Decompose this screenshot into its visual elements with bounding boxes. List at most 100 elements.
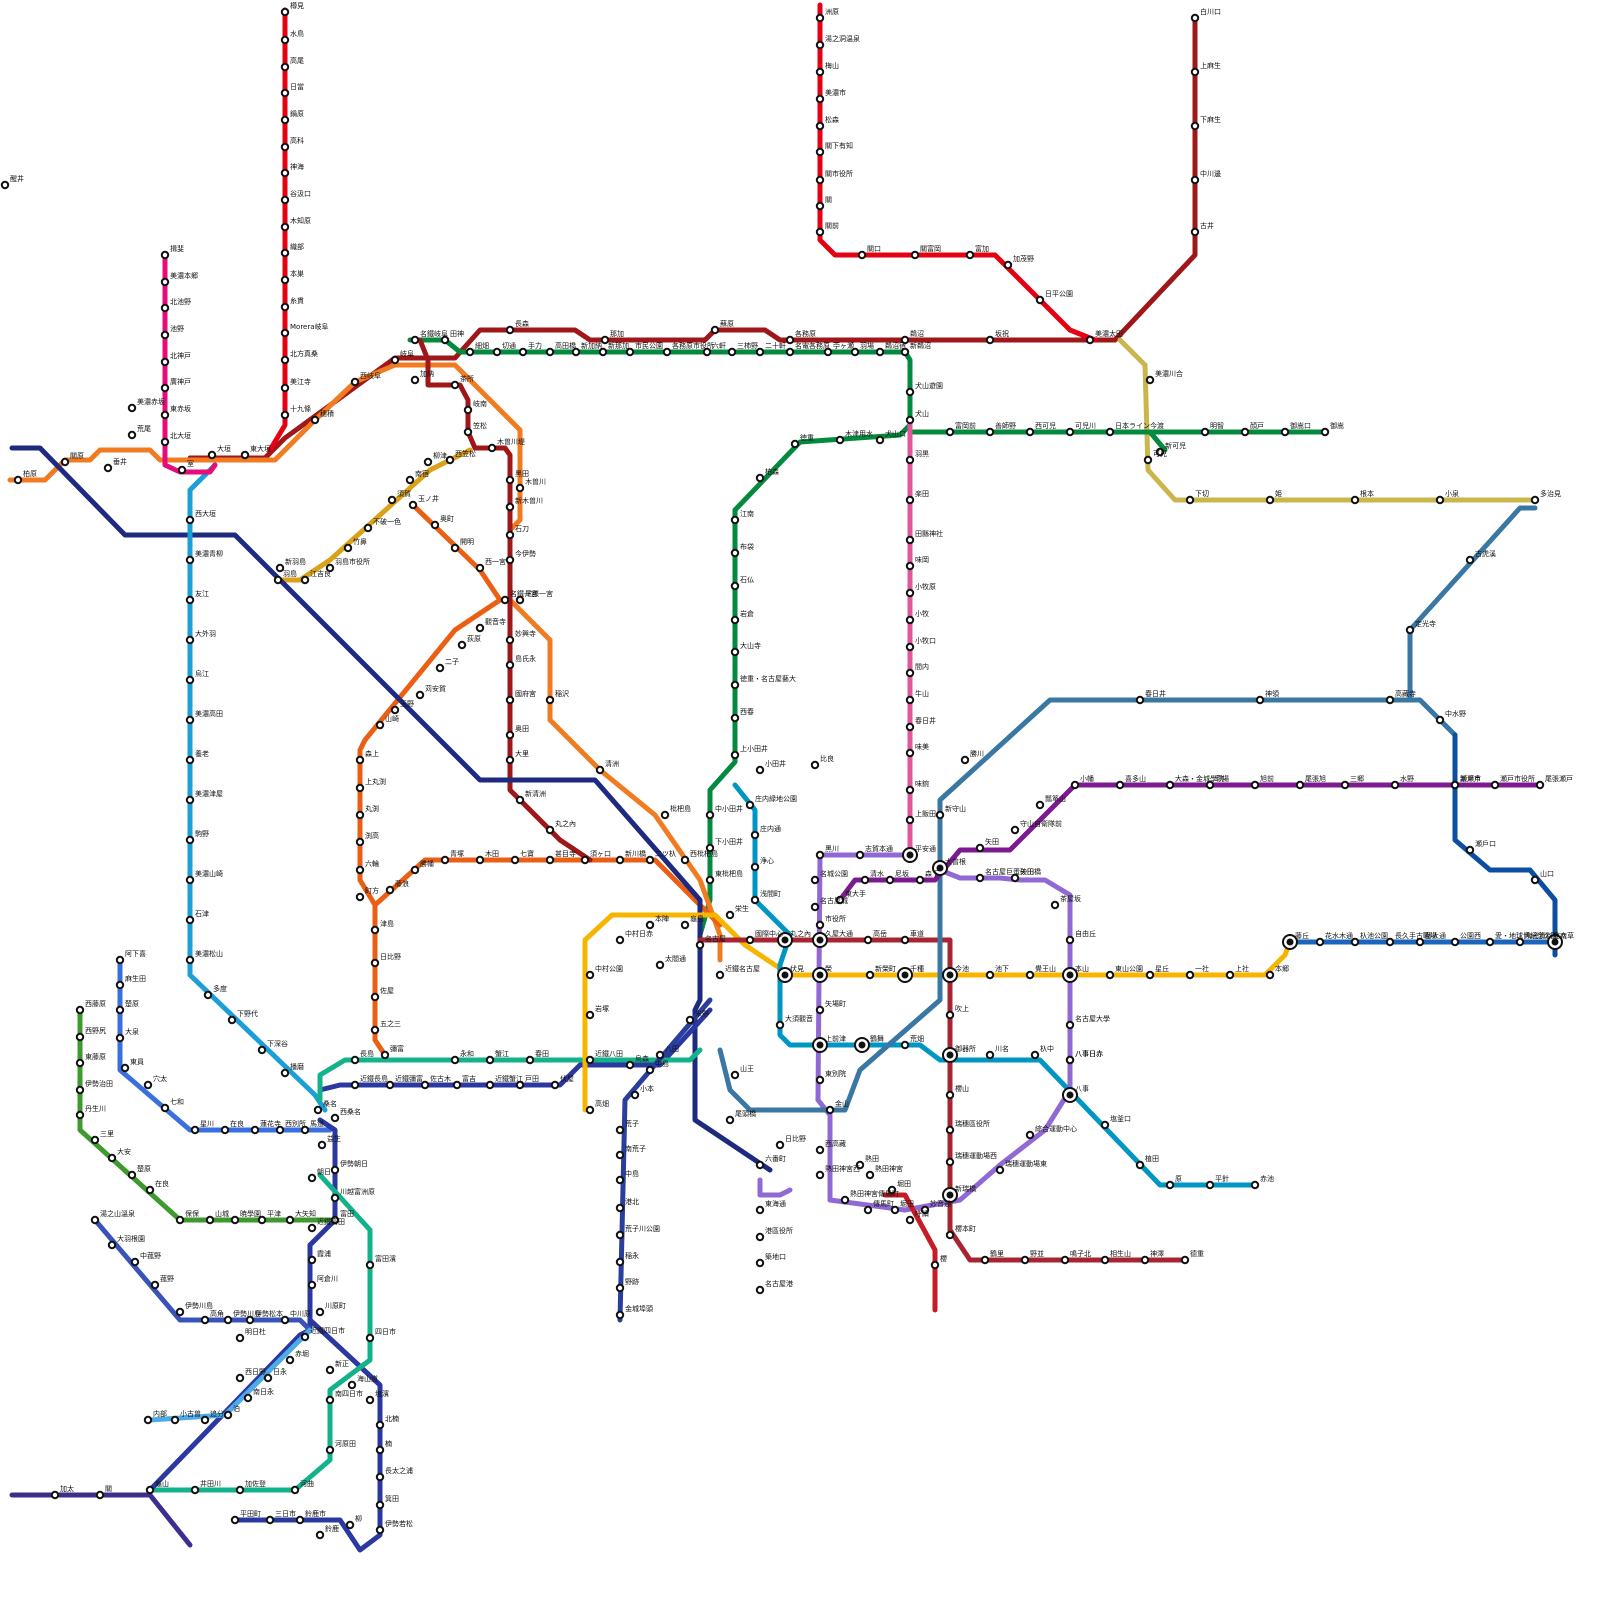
station-marker[interactable] bbox=[810, 760, 820, 770]
station-marker[interactable] bbox=[755, 1258, 765, 1268]
station-marker[interactable] bbox=[280, 248, 290, 258]
station-marker[interactable] bbox=[505, 730, 515, 740]
station-marker[interactable] bbox=[300, 1125, 310, 1135]
station-marker[interactable] bbox=[915, 875, 925, 885]
station-marker[interactable] bbox=[505, 635, 515, 645]
station-marker[interactable] bbox=[785, 335, 795, 345]
station-marker[interactable] bbox=[205, 1215, 215, 1225]
station-marker[interactable] bbox=[170, 1415, 180, 1425]
station-marker[interactable] bbox=[185, 595, 195, 605]
station-marker[interactable] bbox=[75, 1005, 85, 1015]
station-marker[interactable] bbox=[585, 1055, 595, 1065]
station-marker[interactable] bbox=[975, 873, 985, 883]
station-marker[interactable] bbox=[887, 1185, 897, 1195]
station-marker[interactable] bbox=[985, 335, 995, 345]
station-marker[interactable] bbox=[355, 892, 365, 902]
station-marker[interactable] bbox=[755, 1160, 765, 1170]
station-marker[interactable] bbox=[1100, 1255, 1110, 1265]
station-marker[interactable] bbox=[702, 347, 712, 357]
station-marker[interactable] bbox=[910, 250, 920, 260]
station-marker[interactable] bbox=[1135, 695, 1145, 705]
station-marker[interactable] bbox=[1025, 427, 1035, 437]
station-marker[interactable] bbox=[485, 1055, 495, 1065]
station-marker[interactable] bbox=[390, 705, 400, 715]
station-marker[interactable] bbox=[463, 427, 473, 437]
station-marker[interactable] bbox=[598, 347, 608, 357]
station-marker[interactable] bbox=[300, 575, 310, 585]
station-marker[interactable] bbox=[1385, 695, 1395, 705]
station-marker[interactable] bbox=[440, 335, 450, 345]
station-marker[interactable] bbox=[160, 303, 170, 313]
station-marker[interactable] bbox=[200, 1315, 210, 1325]
station-marker[interactable] bbox=[500, 595, 510, 605]
station-marker[interactable] bbox=[545, 695, 555, 705]
station-marker[interactable] bbox=[755, 1232, 765, 1242]
station-marker[interactable] bbox=[985, 1050, 995, 1060]
station-marker[interactable] bbox=[75, 1032, 85, 1042]
station-marker[interactable] bbox=[1025, 1130, 1035, 1140]
station-marker[interactable] bbox=[330, 1165, 340, 1175]
station-marker[interactable] bbox=[615, 1175, 625, 1185]
station-marker[interactable] bbox=[585, 970, 595, 980]
rail-line-meitetsu-tokoname[interactable] bbox=[882, 1192, 938, 1313]
station-marker[interactable] bbox=[1140, 1255, 1150, 1265]
station-marker[interactable] bbox=[1530, 875, 1540, 885]
station-marker[interactable] bbox=[280, 1068, 290, 1078]
station-marker[interactable] bbox=[755, 1285, 765, 1295]
station-marker[interactable] bbox=[615, 1310, 625, 1320]
station-marker[interactable] bbox=[1185, 495, 1195, 505]
station-marker[interactable] bbox=[185, 715, 195, 725]
station-marker[interactable] bbox=[750, 895, 760, 905]
station-marker[interactable] bbox=[1190, 227, 1200, 237]
station-marker[interactable] bbox=[515, 595, 525, 605]
station-marker[interactable] bbox=[370, 925, 380, 935]
station-marker[interactable] bbox=[790, 439, 800, 449]
station-marker[interactable] bbox=[280, 7, 290, 17]
station-marker[interactable] bbox=[130, 1257, 140, 1267]
station-marker[interactable] bbox=[310, 415, 320, 425]
station-marker[interactable] bbox=[115, 980, 125, 990]
station-marker[interactable] bbox=[615, 1257, 625, 1267]
station-marker[interactable] bbox=[1070, 780, 1080, 790]
station-marker[interactable] bbox=[408, 500, 418, 510]
station-marker[interactable] bbox=[160, 1103, 170, 1113]
station-marker[interactable] bbox=[0, 180, 10, 190]
station-marker[interactable] bbox=[385, 885, 395, 895]
station-marker[interactable] bbox=[325, 1445, 335, 1455]
station-marker[interactable] bbox=[680, 920, 690, 930]
station-marker[interactable] bbox=[145, 1185, 155, 1195]
station-marker[interactable] bbox=[823, 347, 833, 357]
station-marker[interactable] bbox=[185, 955, 195, 965]
station-marker[interactable] bbox=[185, 635, 195, 645]
station-marker[interactable] bbox=[307, 1280, 317, 1290]
station-marker[interactable] bbox=[240, 450, 250, 460]
station-marker[interactable] bbox=[1085, 335, 1095, 345]
station-marker[interactable] bbox=[505, 755, 515, 765]
station-marker[interactable] bbox=[905, 815, 915, 825]
station-marker[interactable] bbox=[355, 810, 365, 820]
station-marker[interactable] bbox=[325, 1365, 335, 1375]
station-marker[interactable] bbox=[645, 920, 655, 930]
station-marker[interactable] bbox=[115, 955, 125, 965]
station-marker[interactable] bbox=[223, 1410, 233, 1420]
rail-line-jr-chuo[interactable] bbox=[9, 445, 773, 1173]
station-marker[interactable] bbox=[1145, 375, 1155, 385]
station-marker[interactable] bbox=[615, 855, 625, 865]
station-marker[interactable] bbox=[1225, 970, 1235, 980]
station-marker[interactable] bbox=[350, 377, 360, 387]
station-marker[interactable] bbox=[1155, 447, 1165, 457]
station-marker[interactable] bbox=[230, 1215, 240, 1225]
station-marker[interactable] bbox=[75, 1085, 85, 1095]
station-marker[interactable] bbox=[235, 1333, 245, 1343]
station-marker[interactable] bbox=[900, 335, 910, 345]
station-marker[interactable] bbox=[143, 1080, 153, 1090]
station-marker[interactable] bbox=[935, 810, 945, 820]
station-marker[interactable] bbox=[487, 443, 497, 453]
rail-line-kintetsu-suzuka[interactable] bbox=[232, 1117, 383, 1553]
station-marker[interactable] bbox=[115, 1033, 125, 1043]
station-marker[interactable] bbox=[343, 543, 353, 553]
station-marker[interactable] bbox=[815, 147, 825, 157]
station-marker[interactable] bbox=[1190, 67, 1200, 77]
station-marker[interactable] bbox=[450, 543, 460, 553]
